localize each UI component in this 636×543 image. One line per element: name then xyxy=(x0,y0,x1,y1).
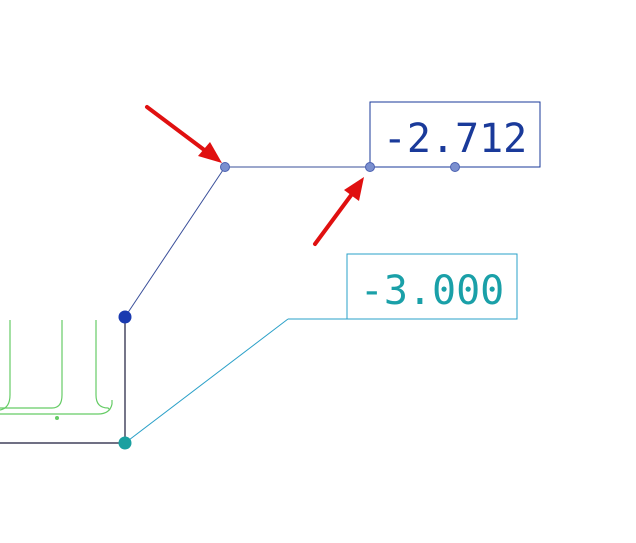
dimension-leader-3000[interactable] xyxy=(124,318,347,444)
dimension-value-2712[interactable]: -2.712 xyxy=(383,116,528,162)
dimension-leader-2712[interactable] xyxy=(124,166,370,318)
part-geometry xyxy=(0,320,113,420)
annotation-arrow-1 xyxy=(145,105,222,163)
grip-handle[interactable] xyxy=(365,162,375,172)
annotation-arrow-2 xyxy=(313,177,364,246)
vertex-point-secondary[interactable] xyxy=(118,436,132,450)
grip-handles[interactable] xyxy=(220,162,460,172)
vertex-point-primary[interactable] xyxy=(118,310,132,324)
dimension-box-3000[interactable]: -3.000 xyxy=(346,253,518,320)
grip-handle[interactable] xyxy=(220,162,230,172)
grip-handle[interactable] xyxy=(450,162,460,172)
dimension-box-2712[interactable]: -2.712 xyxy=(369,101,541,168)
model-edges xyxy=(0,317,126,444)
dimension-value-3000[interactable]: -3.000 xyxy=(360,268,505,314)
